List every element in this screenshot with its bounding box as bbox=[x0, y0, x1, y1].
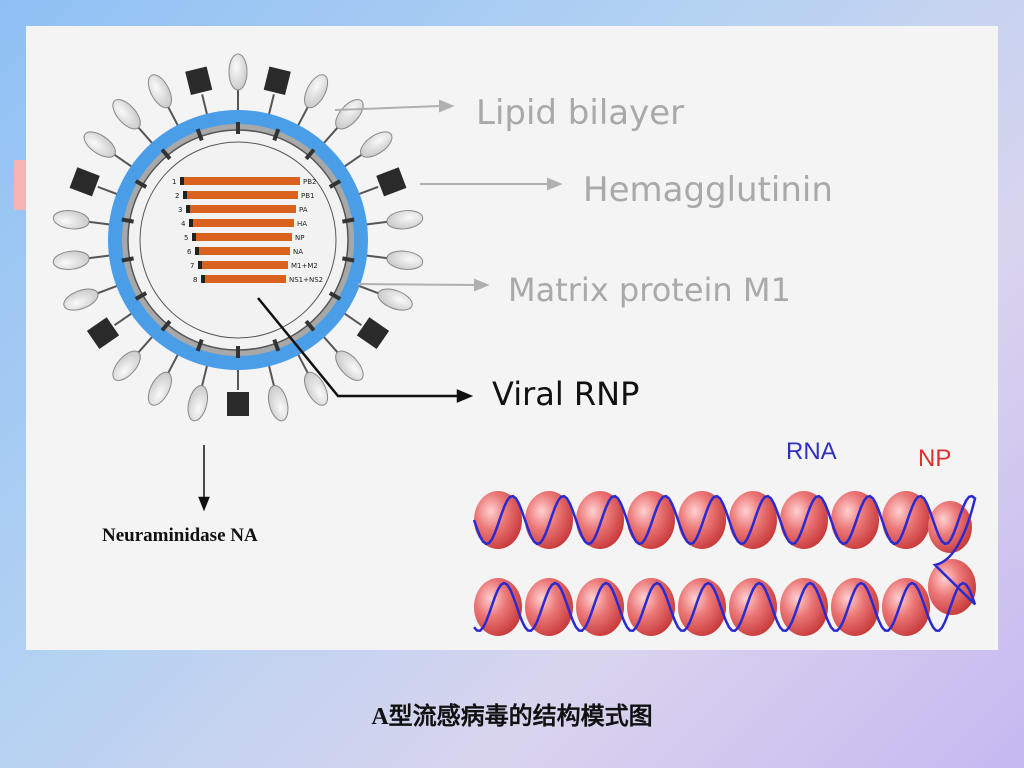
rnp-helix bbox=[472, 491, 977, 636]
rnp-segment: 1 PB2 bbox=[172, 177, 316, 186]
np-bead bbox=[678, 578, 726, 636]
neuraminidase-spike bbox=[263, 66, 291, 116]
matrix-protein-label: Matrix protein M1 bbox=[508, 271, 791, 309]
hemagglutinin-spike bbox=[112, 335, 154, 381]
hemagglutinin-spike bbox=[187, 364, 209, 422]
segment-name: PA bbox=[299, 206, 308, 214]
hemagglutinin-spike bbox=[296, 352, 329, 406]
hemagglutinin-spike bbox=[147, 352, 180, 406]
hemagglutinin-spike bbox=[322, 335, 364, 381]
neuraminidase-spike bbox=[69, 167, 119, 197]
hemagglutinin-arrowhead bbox=[547, 177, 563, 191]
neuraminidase-spike bbox=[185, 66, 213, 116]
hemagglutinin-spike bbox=[52, 250, 112, 270]
segment-number: 3 bbox=[178, 206, 182, 214]
np-bead bbox=[831, 578, 879, 636]
inner-membrane-line bbox=[139, 141, 337, 339]
lipid-bilayer-arrowhead bbox=[439, 99, 455, 113]
np-bead bbox=[780, 578, 828, 636]
np-bead bbox=[474, 491, 522, 549]
rnp-segment: 7 M1+M2 bbox=[190, 261, 318, 270]
np-bead bbox=[627, 578, 675, 636]
np-label: NP bbox=[918, 445, 951, 472]
segment-number: 5 bbox=[184, 234, 188, 242]
hemagglutinin-spike bbox=[342, 131, 393, 169]
np-bead bbox=[928, 559, 976, 615]
neuraminidase-spike bbox=[357, 167, 407, 197]
hemagglutinin-spike bbox=[322, 99, 364, 145]
segment-number: 6 bbox=[187, 248, 192, 256]
np-bead bbox=[729, 491, 777, 549]
np-bead bbox=[831, 491, 879, 549]
rnp-segments: 1 PB2 2 PB1 3 PA 4 HA 5 NP 6 NA 7 M1+M2 8 NS1+NS2 bbox=[172, 177, 323, 284]
segment-name: M1+M2 bbox=[291, 262, 318, 270]
neuraminidase-label: Neuraminidase NA bbox=[102, 525, 258, 546]
segment-number: 8 bbox=[193, 276, 197, 284]
np-bead bbox=[678, 491, 726, 549]
segment-number: 7 bbox=[190, 262, 194, 270]
segment-number: 2 bbox=[175, 192, 179, 200]
neuraminidase-spike bbox=[227, 368, 249, 416]
segment-name: HA bbox=[297, 220, 307, 228]
hemagglutinin-spike bbox=[296, 74, 329, 128]
neuraminidase-spike bbox=[86, 311, 134, 350]
rnp-segment: 3 PA bbox=[178, 205, 308, 214]
figure-caption: A型流感病毒的结构模式图 bbox=[371, 704, 653, 730]
np-bead bbox=[576, 578, 624, 636]
hemagglutinin-label: Hemagglutinin bbox=[583, 170, 833, 210]
hemagglutinin-spike bbox=[228, 53, 248, 112]
hemagglutinin-spike bbox=[52, 210, 112, 230]
np-bead bbox=[525, 491, 573, 549]
np-bead bbox=[474, 578, 522, 636]
np-bead bbox=[882, 491, 930, 549]
viral-rnp-arrowhead bbox=[456, 389, 474, 403]
rnp-segment: 8 NS1+NS2 bbox=[193, 275, 323, 284]
segment-number: 1 bbox=[172, 178, 176, 186]
hemagglutinin-spike bbox=[267, 364, 289, 422]
hemagglutinin-spike bbox=[147, 74, 180, 128]
neuraminidase-spike bbox=[342, 311, 390, 350]
rna-label: RNA bbox=[786, 438, 837, 465]
np-bead bbox=[729, 578, 777, 636]
rna-strand bbox=[472, 494, 977, 632]
lipid-bilayer-label: Lipid bilayer bbox=[476, 93, 684, 133]
segment-name: PB2 bbox=[303, 178, 316, 186]
np-bead bbox=[525, 578, 573, 636]
segment-number: 4 bbox=[181, 220, 186, 228]
segment-name: NA bbox=[293, 248, 303, 256]
np-bead bbox=[576, 491, 624, 549]
hemagglutinin-spike bbox=[364, 210, 424, 230]
rnp-segment: 4 HA bbox=[181, 219, 307, 228]
neuraminidase-arrowhead bbox=[198, 496, 210, 512]
lipid-bilayer-pointer bbox=[334, 105, 441, 111]
segment-name: PB1 bbox=[301, 192, 314, 200]
decorative-tab bbox=[14, 160, 28, 210]
matrix-arrowhead bbox=[474, 278, 490, 292]
matrix-pointer bbox=[357, 283, 476, 286]
rnp-segment: 2 PB1 bbox=[175, 191, 314, 200]
viral-rnp-pointer bbox=[257, 297, 458, 398]
hemagglutinin-spike bbox=[83, 131, 134, 169]
rnp-segment: 5 NP bbox=[184, 233, 304, 242]
np-bead bbox=[627, 491, 675, 549]
hemagglutinin-spike bbox=[63, 284, 119, 311]
rnp-segment: 6 NA bbox=[187, 247, 303, 256]
segment-name: NP bbox=[295, 234, 304, 242]
hemagglutinin-spike bbox=[357, 284, 413, 311]
np-bead bbox=[780, 491, 828, 549]
segment-name: NS1+NS2 bbox=[289, 276, 323, 284]
viral-rnp-label: Viral RNP bbox=[492, 375, 639, 413]
matrix-ticks bbox=[121, 122, 355, 358]
hemagglutinin-spike bbox=[112, 99, 154, 145]
np-bead bbox=[882, 578, 930, 636]
hemagglutinin-spike bbox=[364, 250, 424, 270]
surface-spikes bbox=[52, 53, 424, 422]
